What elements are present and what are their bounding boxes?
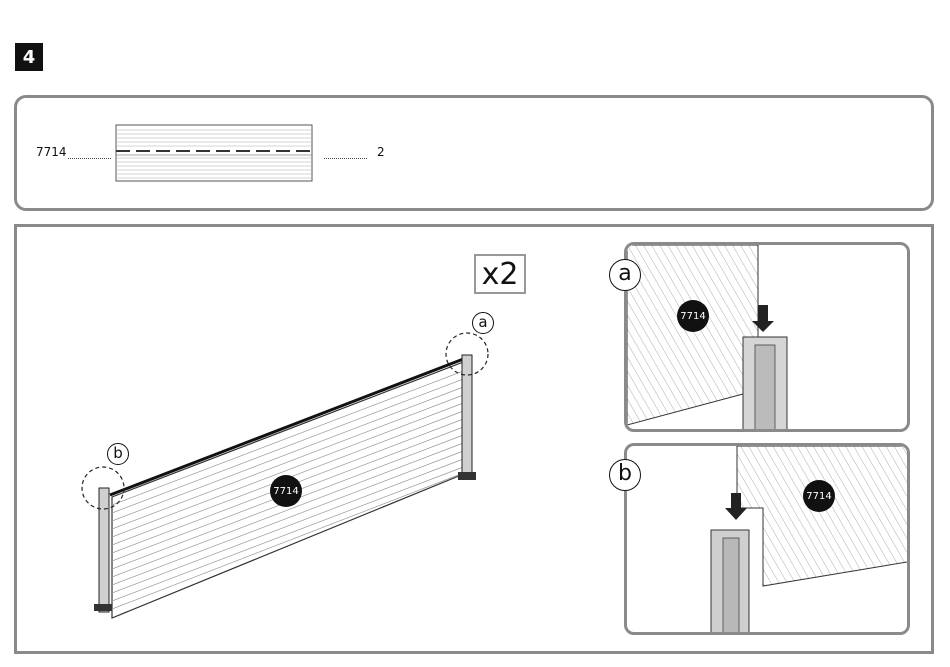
detail-b-box xyxy=(624,443,910,635)
detail-a-callout: a xyxy=(609,259,641,291)
step-number-badge: 4 xyxy=(15,43,43,71)
multiplier-box: x2 xyxy=(474,254,526,294)
detail-b-illustration xyxy=(627,446,910,635)
detail-a-box xyxy=(624,242,910,432)
detail-a-illustration xyxy=(627,245,910,432)
callout-b: b xyxy=(107,443,129,465)
detail-b-label-disc: 7714 xyxy=(803,480,835,512)
part-quantity-label: 2 xyxy=(377,145,385,159)
quantity-leader xyxy=(324,158,367,159)
detail-b-callout: b xyxy=(609,459,641,491)
parts-list-box xyxy=(14,95,934,211)
panel-label-disc: 7714 xyxy=(270,475,302,507)
detail-a-label-disc: 7714 xyxy=(677,300,709,332)
callout-a: a xyxy=(472,312,494,334)
part-code-label: 7714 xyxy=(36,145,67,159)
part-code-leader xyxy=(68,158,111,159)
